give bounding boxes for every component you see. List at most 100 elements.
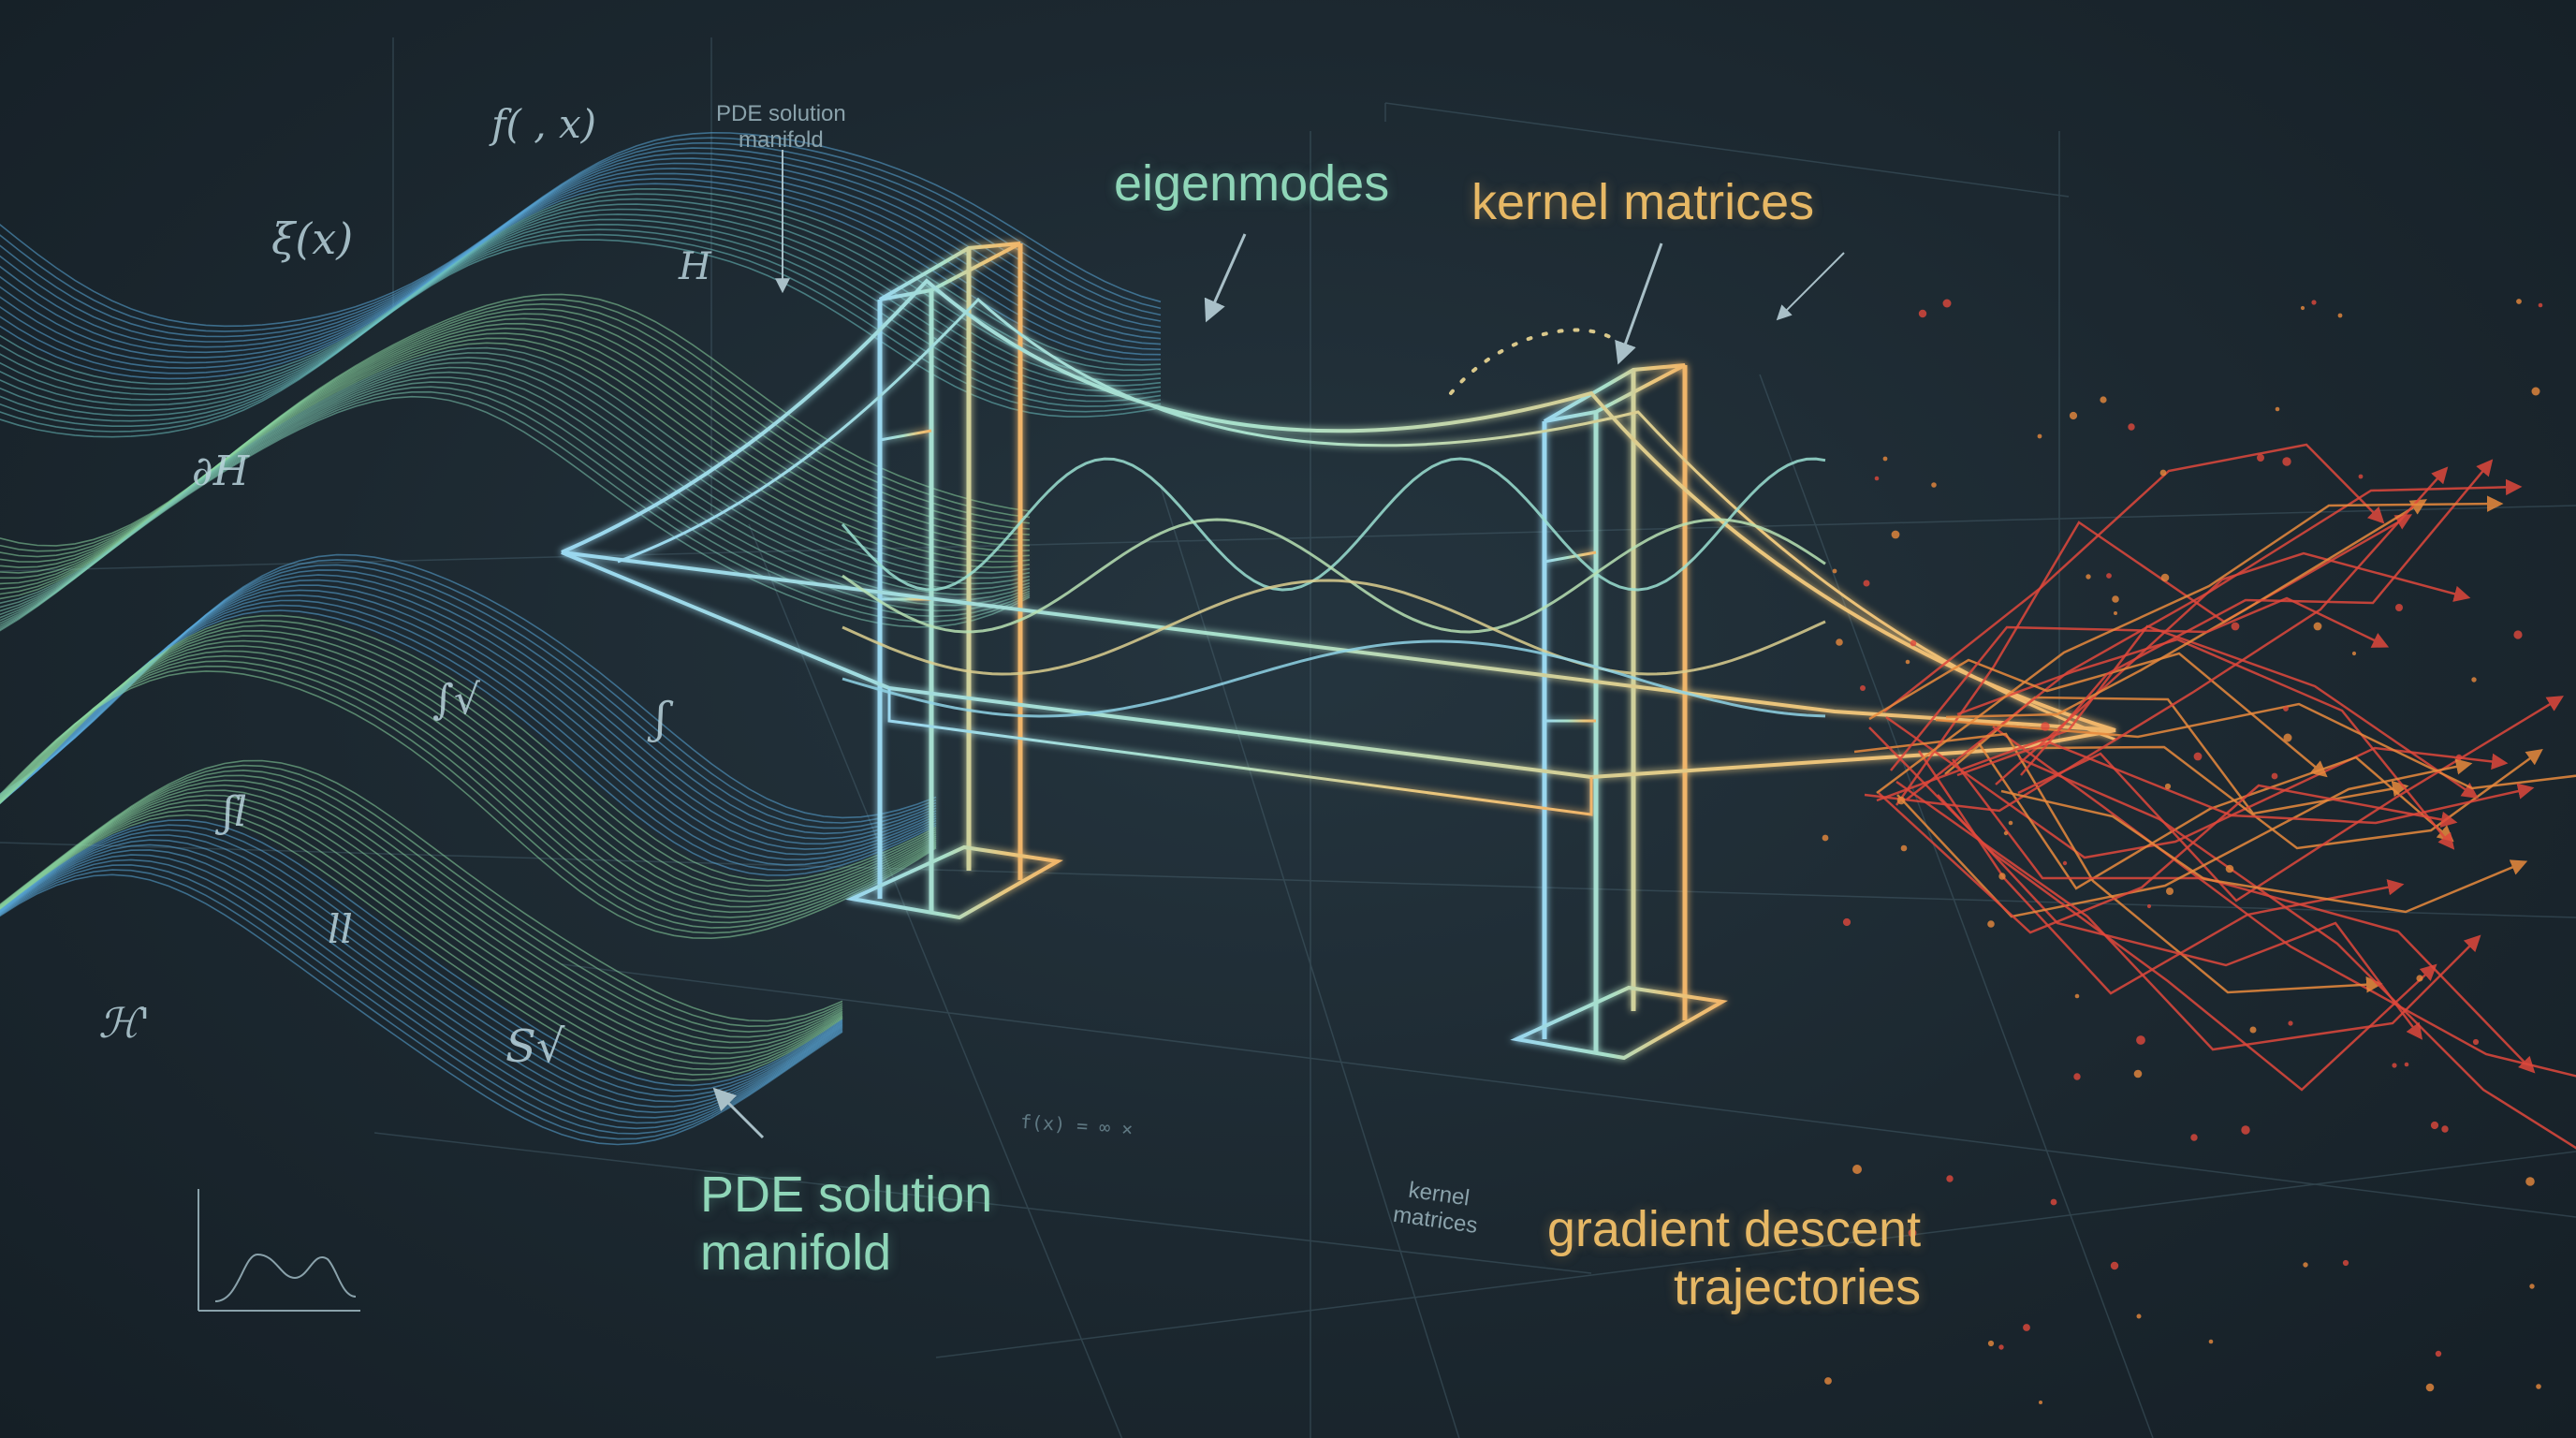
trajectory-dot: [1896, 796, 1906, 805]
grid-line: [1384, 102, 2070, 198]
trajectory-path: [1868, 726, 2437, 1092]
kernel-pointer-arrow: [1615, 242, 1663, 365]
trajectory-dot: [2300, 305, 2305, 311]
wave-line: [0, 147, 1162, 343]
wave-line: [0, 213, 1162, 412]
wave-line: [0, 809, 843, 1076]
gradient-descent-trajectories: [1449, 299, 2576, 1404]
wave-line: [0, 869, 843, 1140]
trajectory-dot: [2112, 595, 2119, 603]
trajectory-dot: [1863, 580, 1870, 587]
wave-line: [0, 759, 843, 1022]
wave-line: [0, 635, 937, 902]
wave-line: [0, 873, 843, 1146]
small-pde-label: PDE solution manifold: [716, 101, 846, 153]
trajectory-dot: [2430, 1121, 2439, 1130]
wave-line: [0, 804, 843, 1071]
math-fl: ʃ𝑙: [223, 788, 248, 836]
wave-line: [0, 774, 843, 1038]
trajectory-path: [1868, 652, 2328, 778]
wave-line: [0, 183, 1162, 380]
trajectory-dot: [1882, 456, 1888, 462]
trajectory-dot: [2208, 1339, 2214, 1344]
trajectory-dot: [1998, 873, 2006, 880]
pde-wave-bundles: [0, 131, 1162, 1146]
wave-line: [0, 157, 1162, 354]
trajectory-path: [1895, 780, 2481, 1051]
trajectory-dot: [1860, 685, 1866, 691]
math-xh-prime: ℋ': [98, 1000, 151, 1048]
inset-plot: [198, 1189, 360, 1312]
right-tower-cap: [1543, 363, 1686, 423]
eigenmode-curve: [842, 639, 1826, 718]
trajectory-dot: [2516, 299, 2522, 304]
trajectory-dot: [2106, 573, 2112, 579]
trajectory-dot: [2159, 469, 2167, 477]
wave-line: [0, 789, 843, 1054]
trajectory-dot: [1822, 834, 1829, 842]
trajectory-dot: [2069, 411, 2078, 420]
kernel-matrices-label: kernel matrices: [1471, 174, 1815, 230]
trajectory-path: [1864, 466, 2449, 813]
wave-line: [0, 228, 1162, 427]
eigenmode-curves: [841, 457, 1826, 718]
wave-line: [0, 844, 843, 1114]
trajectory-dot: [2023, 1324, 2030, 1331]
wave-line: [0, 233, 1162, 433]
wave-line: [0, 864, 843, 1135]
wave-line: [0, 162, 1162, 359]
trajectory-dot: [2271, 772, 2278, 780]
trajectory-dot: [2128, 423, 2135, 431]
trajectory-dot: [2303, 1262, 2308, 1268]
trajectory-path: [1885, 715, 2509, 859]
trajectory-path: [2018, 756, 2576, 1150]
math-sv: S√: [505, 1020, 565, 1073]
trajectory-dot: [2231, 622, 2240, 631]
trajectory-dot: [1832, 568, 1837, 574]
wave-line: [0, 650, 937, 918]
eigenmode-curve: [841, 457, 1826, 592]
wave-line: [0, 131, 1162, 328]
trajectory-dot: [2282, 457, 2291, 466]
pde-solution-label: PDE solution manifold: [700, 1166, 992, 1282]
wave-line: [0, 141, 1162, 338]
wave-line: [0, 784, 843, 1049]
trajectory-dot: [2536, 1384, 2541, 1389]
eigenmodes-label: eigenmodes: [1114, 155, 1390, 212]
trajectory-path: [2000, 789, 2528, 914]
trajectory-dot: [1987, 1340, 1995, 1347]
wave-line: [0, 779, 843, 1044]
wave-line: [0, 639, 937, 908]
pde-solution-label-line2: manifold: [700, 1225, 892, 1282]
trajectory-dot: [2425, 1383, 2435, 1392]
trajectory-dot: [2008, 820, 2013, 826]
math-ll: ll: [328, 906, 353, 952]
trajectory-dot: [2288, 1020, 2293, 1026]
grid-line: [935, 1151, 2576, 1358]
bridge-deck: [561, 550, 2116, 780]
trajectory-path: [1935, 702, 2576, 790]
dotted-arc: [1449, 328, 1612, 395]
wave-line: [0, 660, 937, 929]
grid-line: [0, 505, 2576, 572]
small-pde-label-line1: PDE solution: [716, 101, 846, 126]
grid-line: [1759, 374, 2154, 1438]
grid-line: [1160, 486, 1460, 1438]
trajectory-dot: [2193, 752, 2203, 761]
trajectory-dot: [2136, 1313, 2142, 1319]
trajectory-dot: [2073, 1073, 2081, 1080]
wave-line: [0, 293, 1031, 547]
trajectory-dot: [2472, 1038, 2480, 1046]
pde-solution-label-line1: PDE solution: [700, 1167, 993, 1223]
wave-line: [0, 849, 843, 1119]
trajectory-path: [1876, 495, 2504, 794]
grid-line: [748, 523, 1123, 1438]
trajectory-dot: [2160, 573, 2170, 582]
trajectory-path: [1896, 758, 2473, 918]
wave-line: [0, 208, 1162, 406]
bridge-deck-side: [887, 688, 1593, 816]
wave-line: [0, 764, 843, 1028]
wave-line: [0, 645, 937, 914]
